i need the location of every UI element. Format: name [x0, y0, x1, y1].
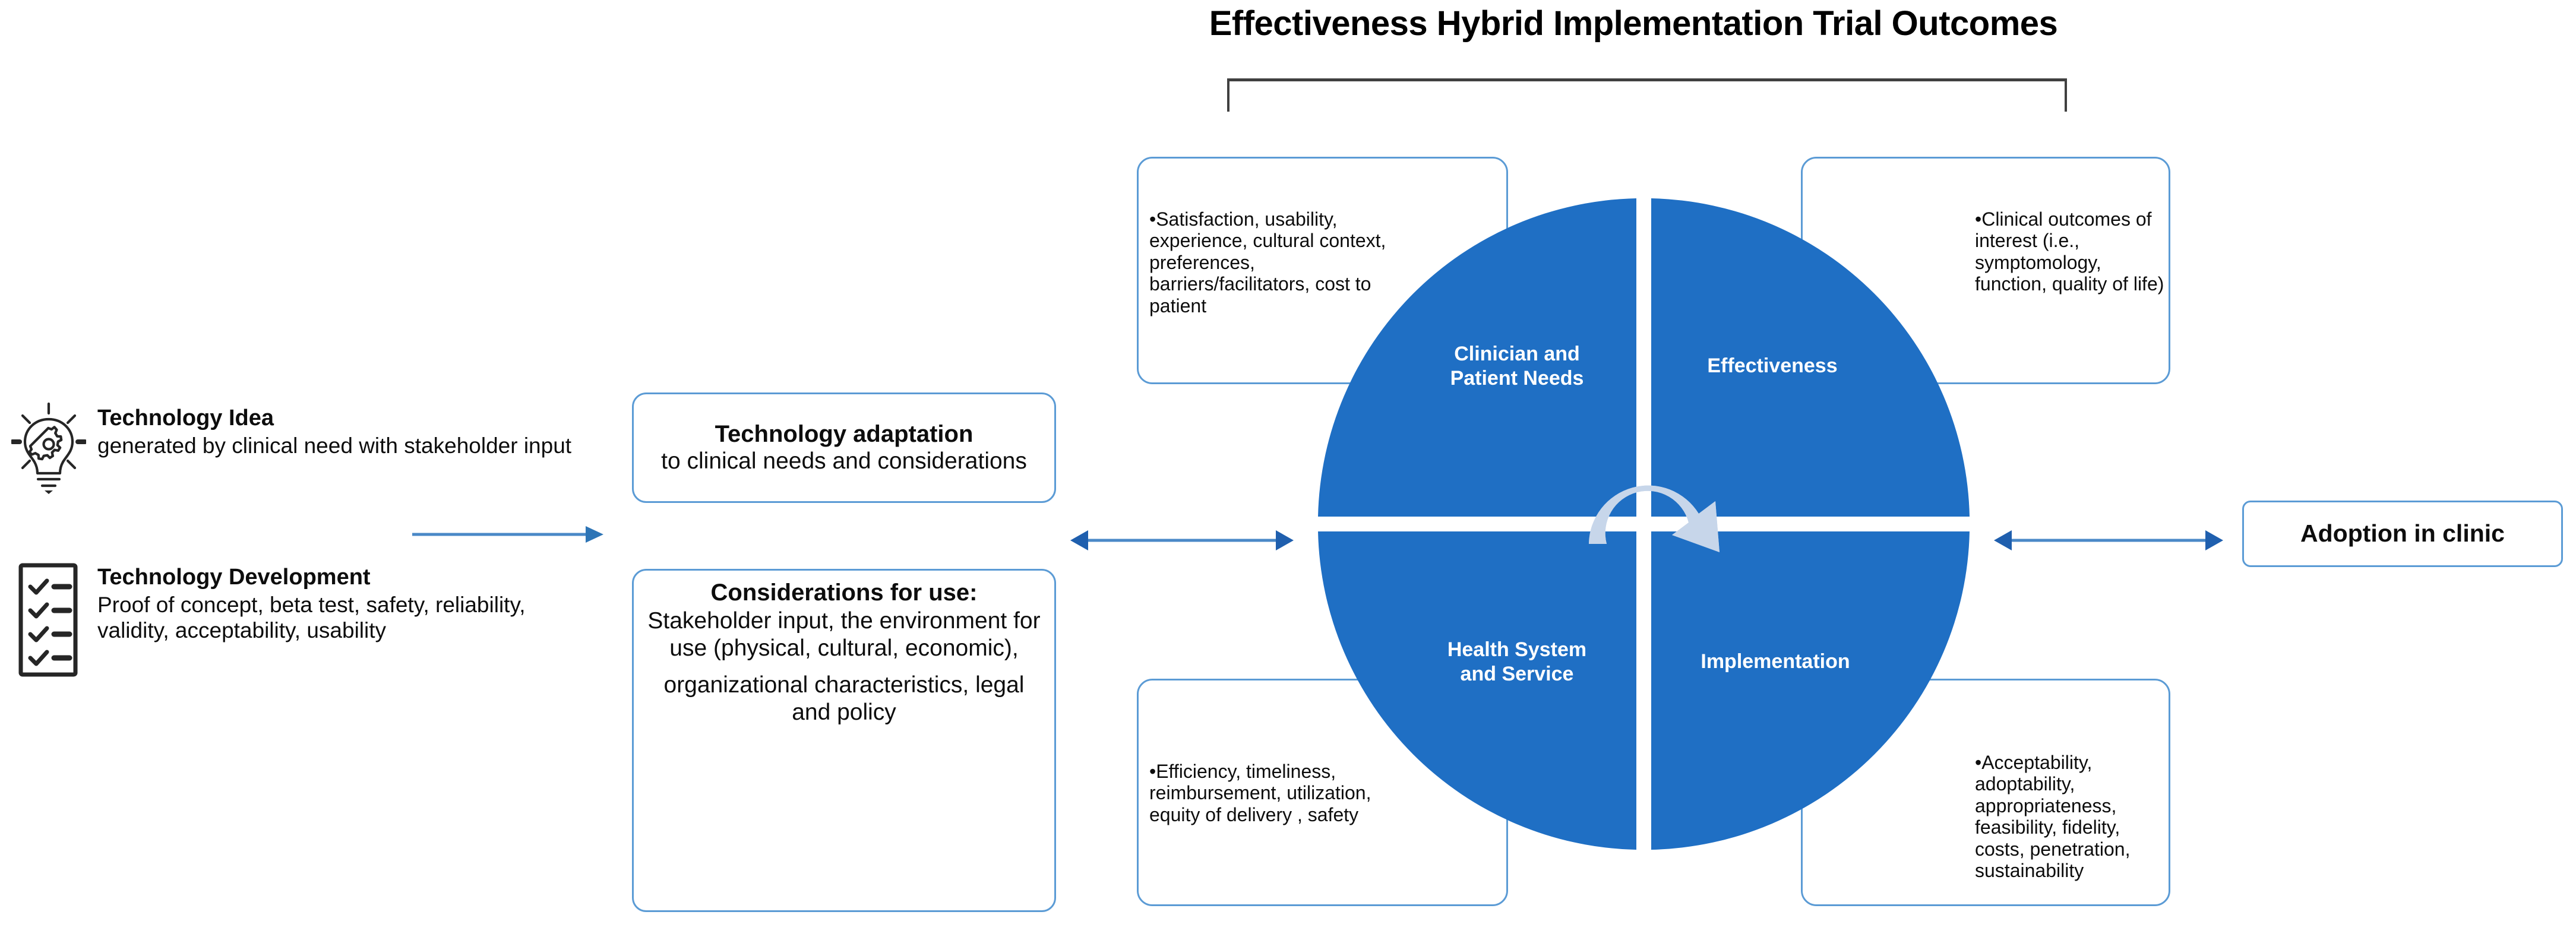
page-title: Effectiveness Hybrid Implementation Tria…	[1209, 4, 2058, 43]
cycle-arrows-icon	[1589, 485, 1720, 552]
quadrant-wedge-top-right	[1651, 198, 1970, 517]
input-description: generated by clinical need with stakehol…	[97, 433, 572, 458]
adoption-label: Adoption in clinic	[2300, 520, 2505, 547]
arrow-boxes-to-circle	[1070, 530, 1294, 550]
outcome-text-top-right: •Clinical outcomes of interest (i.e., sy…	[1975, 208, 2164, 295]
quadrant-label-top-left: Clinician and Patient Needs	[1450, 343, 1584, 390]
quadrant-wedge-bottom-right	[1651, 531, 1970, 850]
considerations-heading: Considerations for use:	[710, 580, 978, 606]
title-bracket	[1227, 78, 2067, 112]
input-text-block: Technology Idea generated by clinical ne…	[89, 401, 579, 458]
quadrant-label-bottom-right: Implementation	[1701, 650, 1850, 673]
adaptation-heading: Technology adaptation	[715, 420, 973, 447]
input-text-block: Technology Development Proof of concept,…	[89, 561, 590, 644]
outcome-box-top-right: •Clinical outcomes of interest (i.e., sy…	[1801, 157, 2170, 384]
considerations-for-use-box: Considerations for use: Stakeholder inpu…	[632, 569, 1056, 912]
quadrant-circle: Clinician and Patient Needs Effectivenes…	[1312, 192, 1976, 856]
quadrant-label-bottom-left: Health System and Service	[1447, 638, 1587, 685]
input-description: Proof of concept, beta test, safety, rel…	[97, 592, 526, 643]
considerations-body-2: organizational characteristics, legal an…	[663, 672, 1025, 726]
technology-adaptation-box: Technology adaptation to clinical needs …	[632, 392, 1056, 503]
input-title: Technology Development	[97, 565, 371, 590]
outcome-box-top-left: •Satisfaction, usability, experience, cu…	[1137, 157, 1508, 384]
quadrant-circle-svg	[1318, 198, 1970, 850]
adaptation-body: to clinical needs and considerations	[661, 448, 1027, 474]
input-technology-idea: Technology Idea generated by clinical ne…	[8, 401, 579, 514]
outcome-text-bottom-left: •Efficiency, timeliness, reimbursement, …	[1149, 761, 1371, 825]
outcome-text-top-left: •Satisfaction, usability, experience, cu…	[1149, 208, 1386, 316]
input-technology-development: Technology Development Proof of concept,…	[8, 561, 590, 685]
outcome-box-bottom-right: •Acceptability, adoptability, appropriat…	[1801, 679, 2170, 906]
arrow-idea-to-adaptation	[412, 526, 603, 543]
quadrant-label-top-right: Effectiveness	[1707, 354, 1838, 377]
arrow-circle-to-adoption	[1994, 530, 2223, 550]
adoption-in-clinic-box: Adoption in clinic	[2242, 501, 2563, 567]
input-title: Technology Idea	[97, 406, 274, 430]
checklist-icon	[8, 561, 89, 685]
considerations-body-1: Stakeholder input, the environment for u…	[647, 608, 1041, 661]
quadrant-wedge-top-left	[1318, 198, 1636, 517]
quadrant-wedge-bottom-left	[1318, 531, 1636, 850]
outcome-text-bottom-right: •Acceptability, adoptability, appropriat…	[1975, 752, 2131, 882]
lightbulb-gear-icon	[8, 401, 89, 514]
